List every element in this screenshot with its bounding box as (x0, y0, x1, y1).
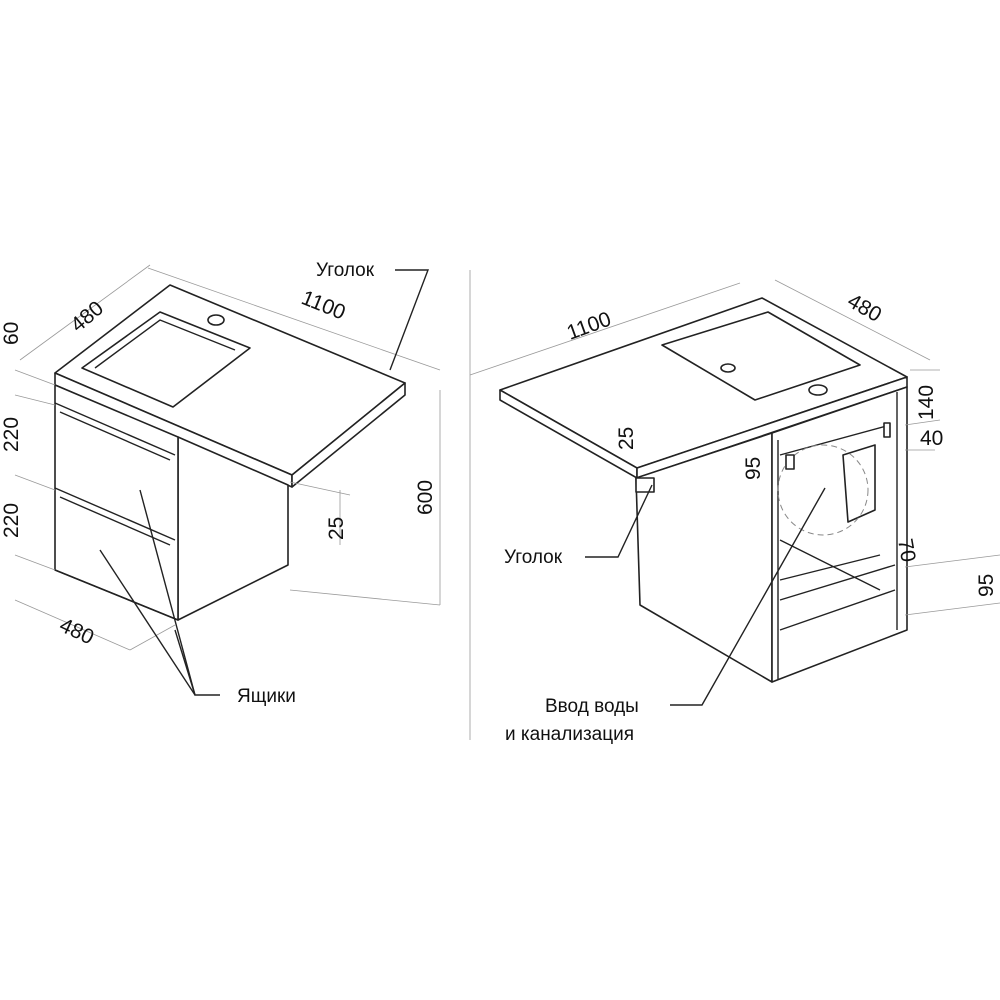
dim-inlet-width: 70 (893, 537, 920, 564)
dim-depth-top-left: 480 (66, 297, 108, 337)
utilities-zone (777, 444, 869, 536)
right-cabinet (499, 297, 908, 683)
dim-bottom-offset: 95 (975, 574, 998, 597)
dim-drawer-2: 220 (0, 503, 23, 538)
tap-hole (207, 314, 225, 326)
dim-top-thickness: 60 (0, 322, 23, 345)
label-corner-bracket-right: Уголок (504, 547, 563, 568)
dim-depth-right: 480 (844, 289, 886, 326)
left-leaders (99, 269, 430, 696)
left-cabinet (54, 284, 406, 621)
right-dimension-lines (469, 279, 1000, 616)
dim-offset-left: 25 (325, 517, 348, 540)
dim-width-left: 1100 (298, 286, 348, 324)
label-drawers: Ящики (237, 686, 296, 707)
dim-height: 600 (414, 480, 437, 515)
dim-offset-right: 25 (615, 427, 638, 450)
dim-top-offset: 140 (915, 385, 938, 420)
label-utilities-line2: и канализация (505, 724, 634, 745)
dim-width-right: 1100 (564, 308, 614, 345)
label-utilities-line1: Ввод воды (545, 696, 639, 717)
right-leaders (585, 484, 826, 706)
dim-drawer-1: 220 (0, 417, 23, 452)
basin (661, 311, 861, 401)
basin (81, 311, 251, 408)
drain-hole (720, 363, 736, 373)
tap-hole (808, 384, 828, 396)
left-dimension-lines (14, 264, 441, 651)
dim-inlet-height: 95 (742, 457, 765, 480)
label-corner-bracket-left: Уголок (316, 260, 375, 281)
dim-side-offset: 40 (920, 427, 943, 450)
dim-depth-bottom-left: 480 (56, 614, 97, 650)
